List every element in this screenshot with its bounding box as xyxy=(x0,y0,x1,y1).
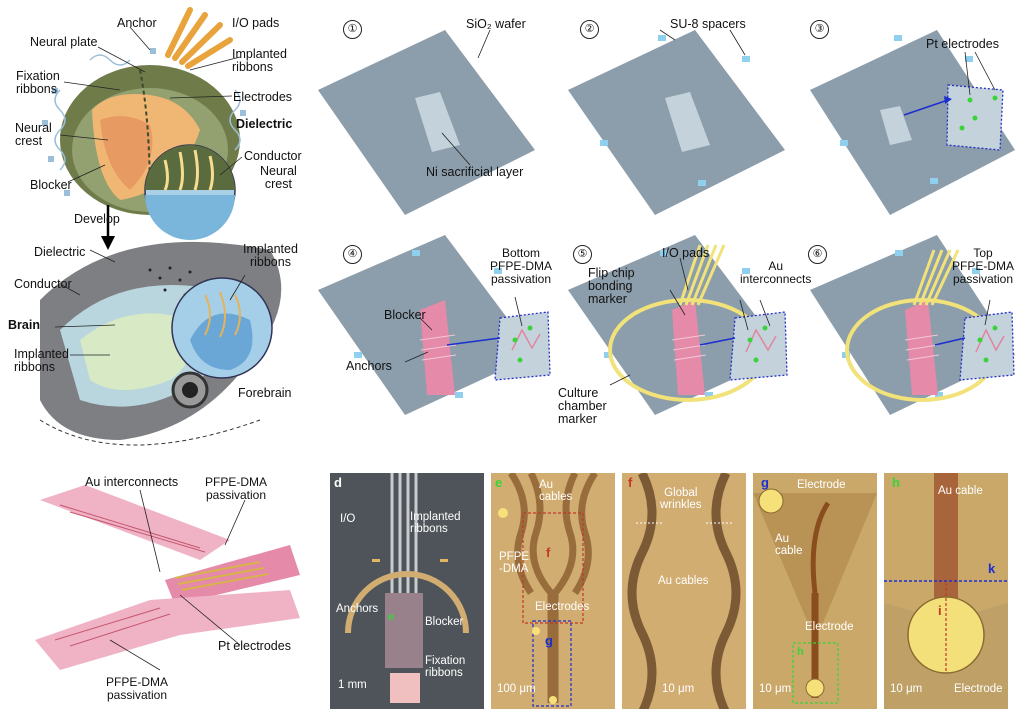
photo-d-anchors: Anchors xyxy=(336,603,379,615)
label-ni-layer: Ni sacrificial layer xyxy=(426,165,524,179)
photo-f-scale: 10 μm xyxy=(662,683,695,695)
label-sio2-wafer: SiO₂ wafer xyxy=(466,17,526,31)
embryo-illustration xyxy=(39,7,282,446)
step-2-badge: ② xyxy=(580,20,599,39)
photo-d-scale: 1 mm xyxy=(338,679,367,691)
photo-e-pfpe: PFPE -DMA xyxy=(499,551,530,575)
label-io-pads: I/O pads xyxy=(232,16,280,30)
photo-h: h Au cable k i Electrode 10 μm xyxy=(884,473,1008,709)
photo-e-au-cables: Au cables xyxy=(539,479,573,503)
letter-f: f xyxy=(628,475,633,490)
label-su8-spacers: SU-8 spacers xyxy=(670,17,746,31)
label-culture-marker: Culture chamber marker xyxy=(558,386,607,426)
photo-f: f Global wrinkles Au cables 10 μm xyxy=(622,473,746,709)
label-bottom-pfpe: Bottom PFPE-DMA passivation xyxy=(490,246,553,286)
label-forebrain: Forebrain xyxy=(238,386,292,400)
photo-f-global: Global wrinkles xyxy=(660,487,702,511)
photo-d-e-marker: e xyxy=(388,611,395,623)
photo-d-implanted: Implanted ribbons xyxy=(410,511,461,535)
photo-g-electrode-bottom: Electrode xyxy=(805,621,854,633)
photo-e-f-marker: f xyxy=(546,545,551,560)
exploded-layers-graphic xyxy=(35,485,300,671)
photo-g: g Electrode Au cable Electrode h 10 μm xyxy=(753,473,877,709)
label-conductor-top: Conductor xyxy=(244,149,302,163)
label-implanted-ribbons-mid: Implanted ribbons xyxy=(243,242,298,269)
label-neural-crest-left: Neural crest xyxy=(15,121,52,148)
step-4-badge: ④ xyxy=(343,245,362,264)
photo-e-g-marker: g xyxy=(545,633,553,648)
photo-g-electrode-top: Electrode xyxy=(797,479,846,491)
photo-g-scale: 10 μm xyxy=(759,683,792,695)
photo-e: e Au cables PFPE -DMA f Electrodes g 100… xyxy=(491,473,615,709)
photo-d-io: I/O xyxy=(340,513,356,525)
label-blocker: Blocker xyxy=(30,178,72,192)
letter-h: h xyxy=(892,475,900,490)
label-fixation-ribbons: Fixation ribbons xyxy=(16,69,60,96)
step-5-badge: ⑤ xyxy=(573,245,592,264)
photo-f-au-cables: Au cables xyxy=(658,575,709,587)
photo-d: d I/O Implanted ribbons Anchors Blocker … xyxy=(330,473,484,709)
label-implanted-ribbons-low: Implanted ribbons xyxy=(14,347,69,374)
photo-h-electrode: Electrode xyxy=(954,683,1003,695)
photo-g-au-cable: Au cable xyxy=(775,533,803,557)
label-conductor-bottom: Conductor xyxy=(14,277,72,291)
photo-g-h-marker: h xyxy=(797,646,804,658)
label-pt-electrodes: Pt electrodes xyxy=(926,37,999,51)
step-6-badge: ⑥ xyxy=(808,245,827,264)
label-pfpe-top-c: PFPE-DMA passivation xyxy=(205,475,268,502)
photo-h-scale: 10 μm xyxy=(890,683,923,695)
label-brain: Brain xyxy=(8,318,40,332)
label-dielectric-bottom: Dielectric xyxy=(34,245,86,259)
photo-e-electrodes: Electrodes xyxy=(535,601,590,613)
fabrication-steps-graphic xyxy=(318,29,1015,415)
label-develop: Develop xyxy=(74,212,120,226)
label-implanted-ribbons-top: Implanted ribbons xyxy=(232,47,287,74)
label-pt-electrodes-c: Pt electrodes xyxy=(218,639,291,653)
photo-d-fixation: Fixation ribbons xyxy=(425,655,466,679)
photo-h-au-cable: Au cable xyxy=(938,485,983,497)
label-electrodes: Electrodes xyxy=(233,90,293,104)
photo-h-i-marker: i xyxy=(938,603,942,618)
step-3-badge: ③ xyxy=(810,20,829,39)
photo-d-blocker: Blocker xyxy=(425,616,464,628)
label-au-interconnects-step5: Au interconnects xyxy=(740,259,812,286)
label-blocker-step4: Blocker xyxy=(384,308,426,322)
step-1-badge: ① xyxy=(343,20,362,39)
letter-d: d xyxy=(334,475,342,490)
label-anchors-step4: Anchors xyxy=(346,359,392,373)
label-au-interconnects-c: Au interconnects xyxy=(85,475,179,489)
letter-g: g xyxy=(761,475,769,490)
label-neural-crest-right: Neural crest xyxy=(260,164,297,191)
label-neural-plate: Neural plate xyxy=(30,35,98,49)
photo-h-k-marker: k xyxy=(988,561,996,576)
photo-e-scale: 100 μm xyxy=(497,683,536,695)
letter-e: e xyxy=(495,475,503,490)
label-flip-chip: Flip chip bonding marker xyxy=(588,266,635,306)
label-anchor: Anchor xyxy=(117,16,157,30)
label-pfpe-bottom-c: PFPE-DMA passivation xyxy=(106,675,169,702)
label-io-pads-step5: I/O pads xyxy=(662,246,710,260)
label-dielectric-top: Dielectric xyxy=(236,117,293,131)
label-top-pfpe: Top PFPE-DMA passivation xyxy=(952,246,1015,286)
